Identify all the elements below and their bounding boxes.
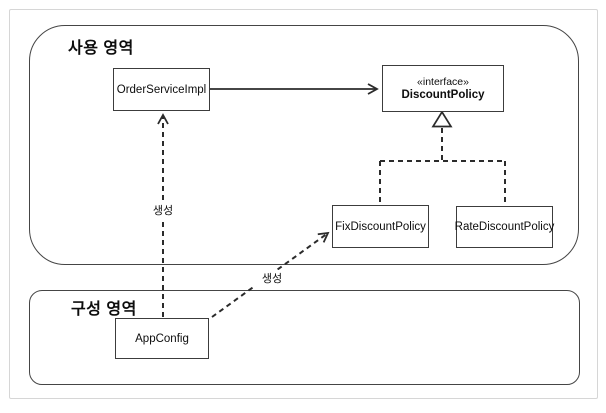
node-rate-discount-policy: RateDiscountPolicy [454,206,555,248]
region-config-label: 구성 영역 [71,301,137,318]
interface-stereotype: «interface» [417,76,469,88]
node-label: DiscountPolicy [401,89,485,101]
region-config: 구성 영역 [29,290,580,385]
region-usage-label: 사용 영역 [68,40,134,57]
edge-label-create-order: 생성 [145,202,181,218]
edge-label-create-fix: 생성 [254,270,290,286]
node-label: OrderServiceImpl [116,83,207,96]
node-fix-discount-policy: FixDiscountPolicy [332,205,429,248]
node-label: FixDiscountPolicy [335,220,426,233]
node-label: AppConfig [135,332,189,345]
outer-frame [9,9,598,399]
node-app-config: AppConfig [115,318,209,359]
node-discount-policy: «interface» DiscountPolicy [382,65,504,112]
node-label: RateDiscountPolicy [454,221,555,233]
node-order-service-impl: OrderServiceImpl [113,68,210,111]
